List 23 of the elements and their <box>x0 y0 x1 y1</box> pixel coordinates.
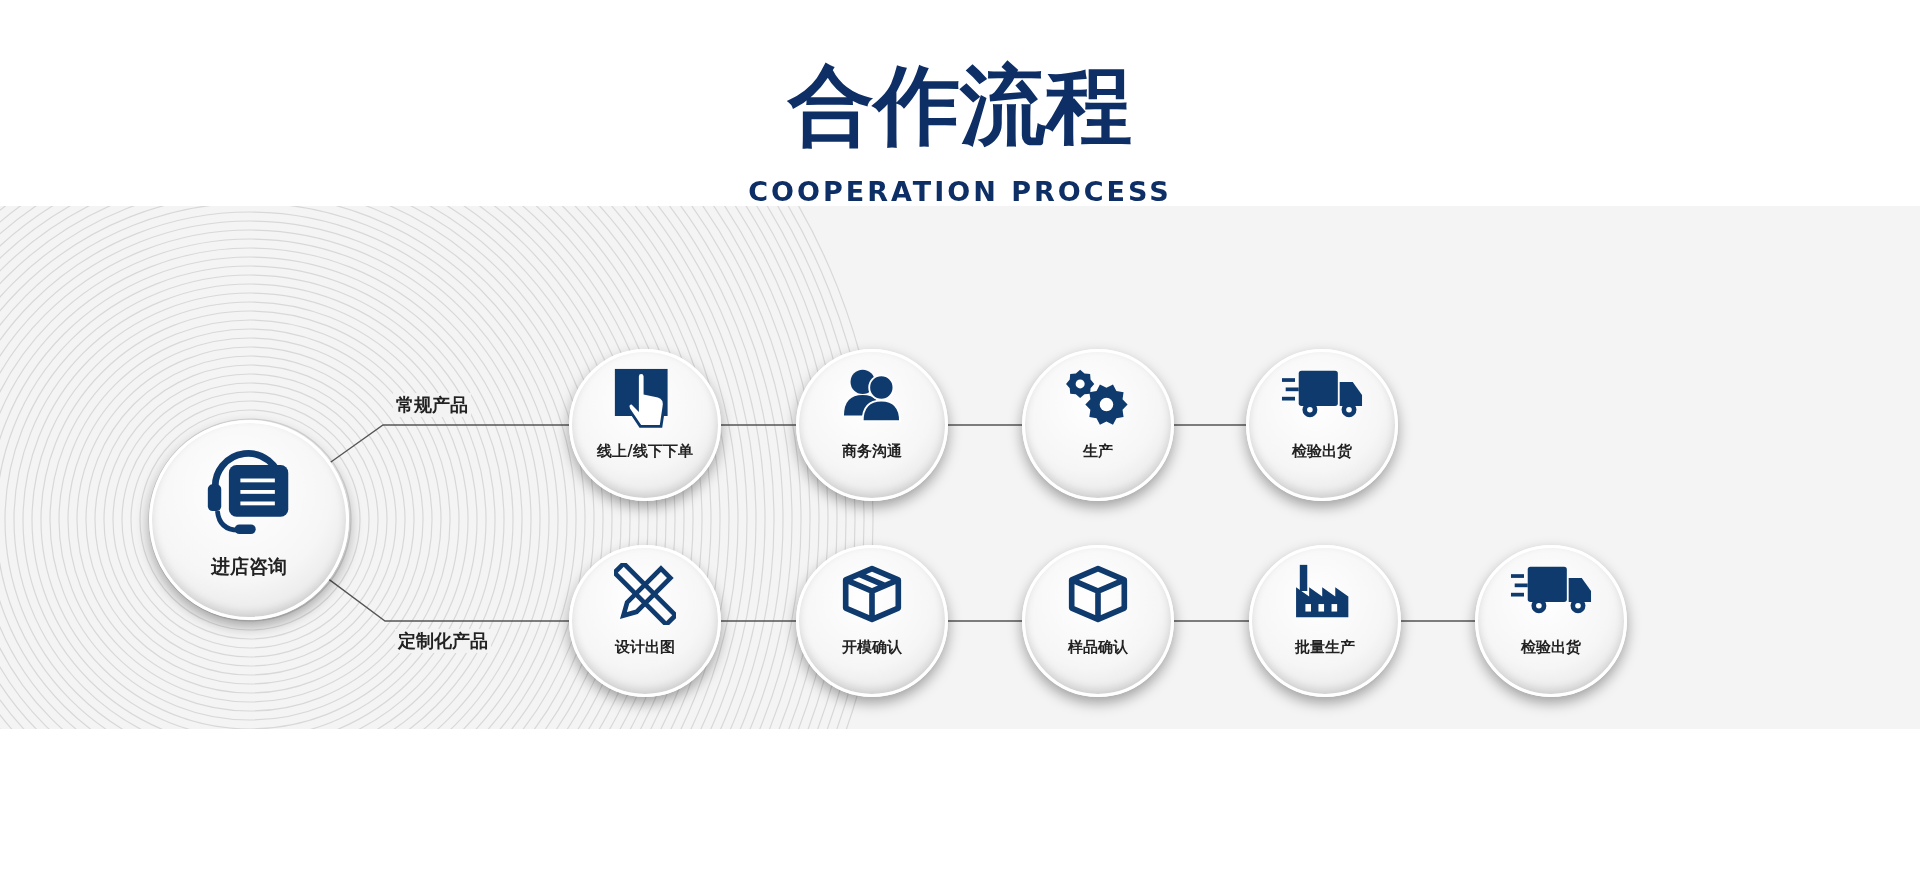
connector-line <box>1400 620 1476 622</box>
connector-line <box>720 424 797 426</box>
connector-line <box>1173 620 1250 622</box>
edge-label: 定制化产品 <box>395 629 491 653</box>
connector-line <box>1173 424 1247 426</box>
connector-line <box>720 620 797 622</box>
connector-line <box>947 424 1023 426</box>
subtitle: COOPERATION PROCESS <box>747 178 1173 205</box>
step-label: 设计出图 <box>613 638 676 656</box>
connector-line <box>329 424 570 463</box>
step-label: 商务沟通 <box>841 442 903 460</box>
step-label: 线上/线下下单 <box>596 442 694 460</box>
title: 合作流程 <box>786 62 1133 148</box>
step-label: 开模确认 <box>841 638 903 656</box>
edge-label: 常规产品 <box>393 393 471 417</box>
step-label: 生产 <box>1081 442 1114 460</box>
connector-line <box>947 620 1023 622</box>
connector-line <box>328 578 570 622</box>
step-label: 检验出货 <box>1290 442 1353 460</box>
step-label: 样品确认 <box>1066 638 1129 656</box>
step-label: 批量生产 <box>1294 638 1356 656</box>
step-label: 进店咨询 <box>210 555 288 578</box>
step-label: 检验出货 <box>1519 638 1582 656</box>
